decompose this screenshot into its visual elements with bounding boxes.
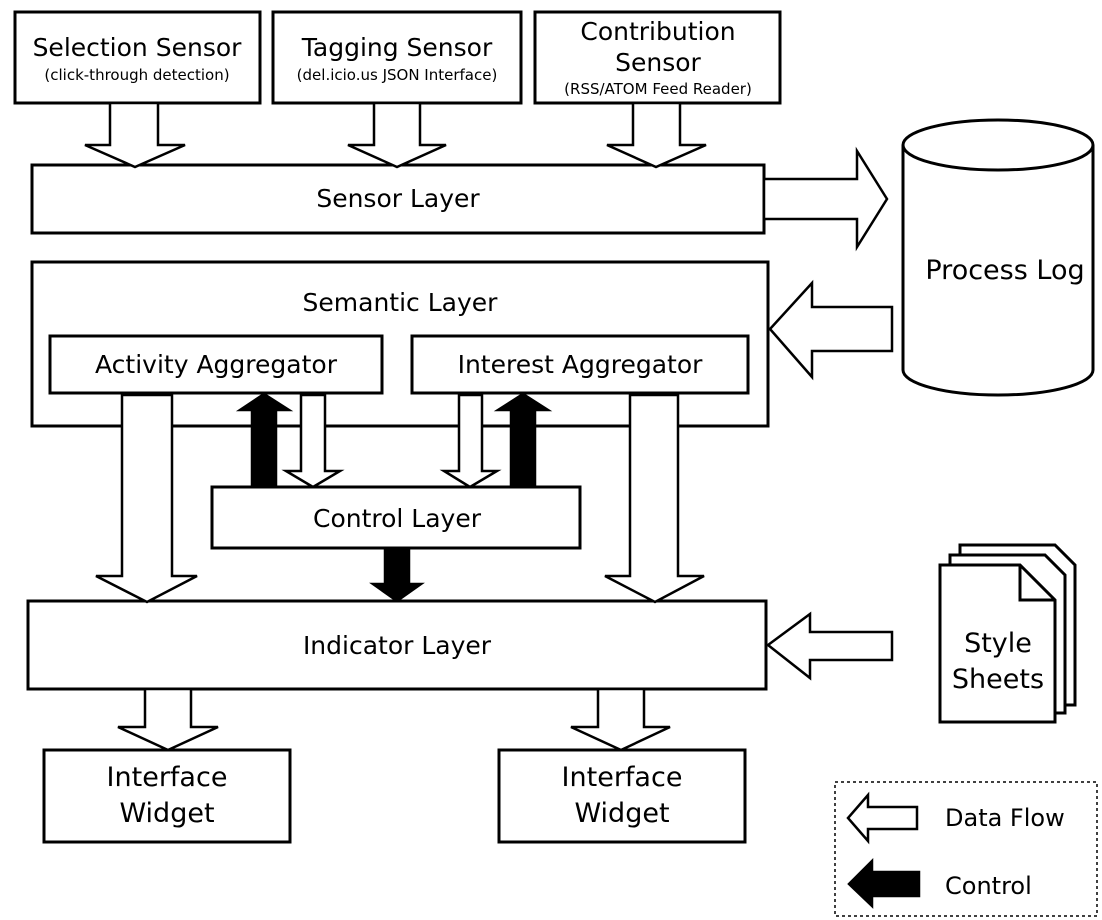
contribution-sensor-subtitle: (RSS/ATOM Feed Reader) xyxy=(564,80,752,98)
legend-control-arrow xyxy=(847,857,921,909)
indicator-layer-box: Indicator Layer xyxy=(26,599,768,691)
interest-aggregator-box: Interest Aggregator xyxy=(410,334,750,395)
widget-right-line2: Widget xyxy=(574,798,669,829)
arrow-interest-to-indicator xyxy=(604,393,705,604)
arrow-selection-to-sensor-layer xyxy=(84,101,186,169)
arrow-stylesheets-to-indicator xyxy=(765,611,894,681)
contribution-sensor-title-line1: Contribution xyxy=(580,17,735,46)
selection-sensor-subtitle: (click-through detection) xyxy=(44,66,229,84)
interface-widget-right: Interface Widget xyxy=(497,748,747,844)
arrow-activity-to-indicator xyxy=(95,393,198,604)
arrow-activity-to-control xyxy=(281,393,345,489)
style-sheets-stack: Style Sheets xyxy=(938,543,1077,724)
tagging-sensor-subtitle: (del.icio.us JSON Interface) xyxy=(297,66,498,84)
activity-aggregator-label: Activity Aggregator xyxy=(95,350,338,379)
legend-control-label: Control xyxy=(945,872,1032,900)
widget-right-line1: Interface xyxy=(562,762,683,793)
arrow-indicator-to-widget-right xyxy=(570,687,671,752)
widget-left-line2: Widget xyxy=(119,798,214,829)
legend-data-flow-arrow xyxy=(846,791,919,845)
style-sheets-line1: Style xyxy=(964,628,1032,659)
contribution-sensor-box: Contribution Sensor (RSS/ATOM Feed Reade… xyxy=(533,10,782,105)
process-log-cylinder: Process Log xyxy=(901,118,1095,397)
arrow-indicator-to-widget-left xyxy=(117,687,219,752)
sensor-layer-label: Sensor Layer xyxy=(316,184,480,213)
activity-aggregator-box: Activity Aggregator xyxy=(48,334,384,395)
arrow-tagging-to-sensor-layer xyxy=(347,101,447,169)
legend: Data Flow Control xyxy=(834,781,1098,917)
arrow-control-to-indicator xyxy=(369,547,425,603)
arrow-interest-to-control xyxy=(439,393,502,489)
sensor-layer-box: Sensor Layer xyxy=(30,163,766,235)
style-sheets-line2: Sheets xyxy=(952,664,1044,695)
interest-aggregator-label: Interest Aggregator xyxy=(458,350,704,379)
process-log-label: Process Log xyxy=(925,255,1084,286)
interface-widget-left: Interface Widget xyxy=(42,748,292,844)
selection-sensor-title: Selection Sensor xyxy=(33,33,243,62)
control-layer-label: Control Layer xyxy=(313,504,482,533)
legend-data-flow-label: Data Flow xyxy=(945,804,1065,832)
semantic-layer-label: Semantic Layer xyxy=(303,288,499,317)
arrow-control-to-activity xyxy=(235,392,294,489)
arrow-process-log-to-semantic-layer xyxy=(768,279,894,381)
arrow-sensor-layer-to-process-log xyxy=(762,146,889,252)
control-layer-box: Control Layer xyxy=(210,485,582,550)
arrow-control-to-interest xyxy=(493,392,553,489)
selection-sensor-box: Selection Sensor (click-through detectio… xyxy=(13,10,262,105)
arrow-contribution-to-sensor-layer xyxy=(606,101,707,169)
tagging-sensor-title: Tagging Sensor xyxy=(301,33,493,62)
widget-left-line1: Interface xyxy=(107,762,228,793)
indicator-layer-label: Indicator Layer xyxy=(303,631,492,660)
contribution-sensor-title-line2: Sensor xyxy=(615,48,701,77)
tagging-sensor-box: Tagging Sensor (del.icio.us JSON Interfa… xyxy=(271,10,523,105)
